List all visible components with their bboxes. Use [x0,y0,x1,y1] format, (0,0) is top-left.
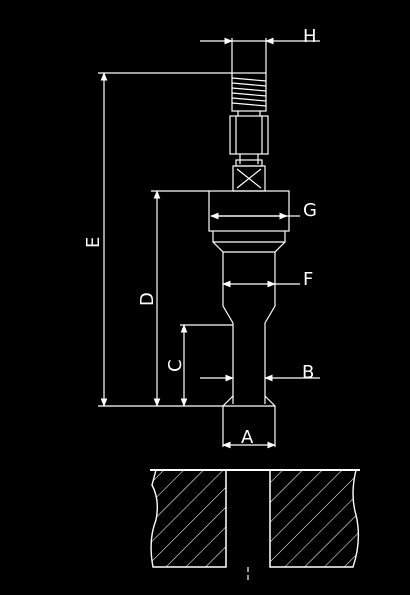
dimension-g: G [210,200,317,221]
square-drive [232,165,266,192]
dimension-a: A [222,427,276,449]
dimension-b: B [200,362,320,383]
dimension-h: H [200,26,320,73]
label-a: A [241,427,254,448]
dimension-f: F [222,269,313,290]
label-c: C [165,359,186,372]
label-h: H [303,26,317,47]
label-d: D [137,292,158,306]
workpiece-section [150,469,360,580]
label-f: F [303,269,313,290]
collar [208,190,290,232]
threaded-stud [231,72,267,112]
tool-body [208,72,290,447]
dimension-e: E [83,72,232,407]
dimension-d: D [137,190,209,407]
label-e: E [83,237,104,248]
label-g: G [303,200,317,221]
label-b: B [302,362,314,383]
dimension-c: C [165,324,233,407]
hex-nut [229,115,269,155]
